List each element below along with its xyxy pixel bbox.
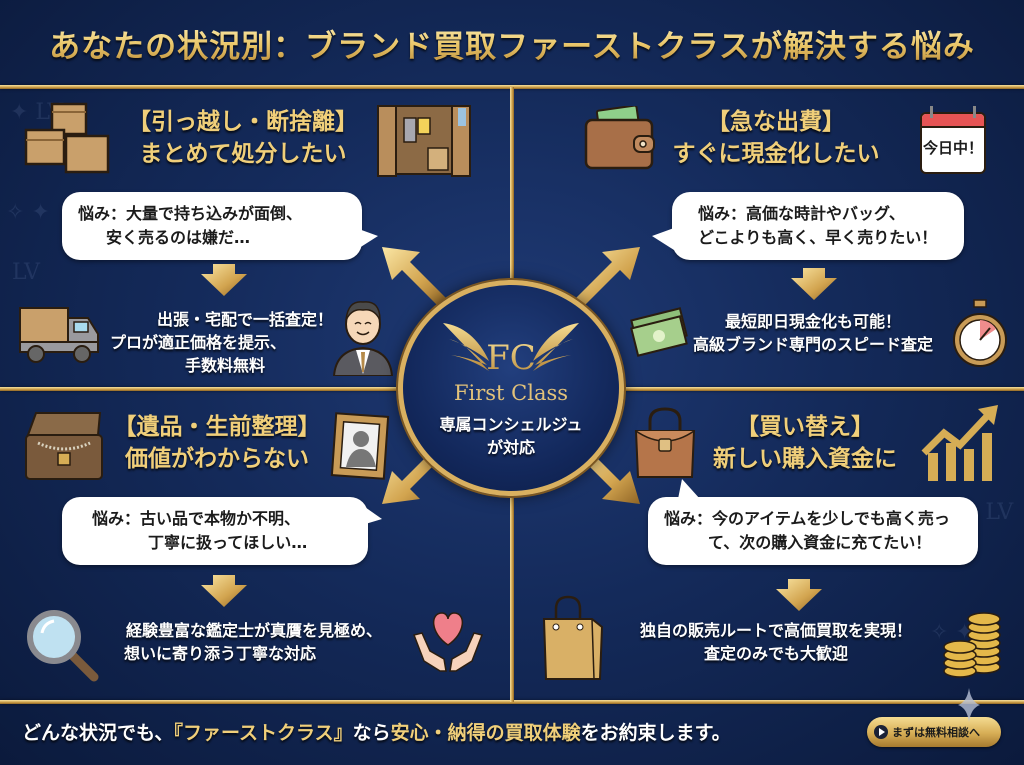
solution-text: 出張・宅配で一括査定！ プロが適正価格を提示、 手数料無料 bbox=[110, 308, 340, 377]
concierge-text: 専属コンシェルジュ が対応 bbox=[403, 413, 619, 459]
calendar-icon: 今日中！ bbox=[920, 106, 986, 174]
wardrobe-icon bbox=[377, 105, 471, 177]
title-line: 【遺品・生前整理】 bbox=[113, 414, 321, 440]
magnifying-glass-icon bbox=[27, 610, 99, 682]
solution-line: 出張・宅配で一括査定！ bbox=[156, 310, 333, 329]
title-line: まとめて処分したい bbox=[139, 141, 347, 167]
solution-line: 想いに寄り添う丁寧な対応 bbox=[124, 644, 317, 663]
middle-divider-right bbox=[618, 387, 1024, 391]
calendar-label: 今日中！ bbox=[922, 139, 983, 157]
brand-name: First Class bbox=[453, 381, 569, 405]
worry-bubble: 悩み：大量で持ち込みが面倒、 安く売るのは嫌だ… bbox=[62, 192, 362, 260]
header: あなたの状況別：ブランド買取ファーストクラスが解決する悩み bbox=[0, 0, 1024, 86]
solution-line: 経験豊富な鑑定士が真贋を見極め、 bbox=[125, 621, 382, 640]
center-divider-bottom bbox=[510, 494, 514, 702]
stopwatch-icon bbox=[953, 299, 1007, 367]
worry-bubble: 悩み：古い品で本物か不明、 丁寧に扱ってほしい… bbox=[62, 497, 368, 565]
down-arrow-icon bbox=[201, 264, 247, 296]
bubble-tail bbox=[652, 228, 674, 250]
middle-divider-left bbox=[0, 387, 405, 391]
sparkle-icon bbox=[958, 688, 980, 722]
footer-brand: 『ファーストクラス』 bbox=[173, 722, 353, 744]
coin-stack-icon bbox=[943, 612, 1001, 678]
solution-text: 独自の販売ルートで高価買取を実現！ 査定のみでも大歓迎 bbox=[612, 619, 940, 665]
footer-text-part: どんな状況でも、 bbox=[22, 722, 174, 744]
quadrant-estate: 【遺品・生前整理】 価値がわからない 悩み：古い品で本物か不明、 丁寧に扱ってほ… bbox=[0, 391, 512, 691]
solution-line: プロが適正価格を提示、 bbox=[110, 333, 287, 352]
concierge-line: 専属コンシェルジュ bbox=[439, 415, 583, 434]
quadrant-title: 【急な出費】 すぐに現金化したい bbox=[662, 106, 890, 170]
quadrant-moving: 【引っ越し・断捨離】 まとめて処分したい 悩み：大量で持ち込みが面倒、 安く売る… bbox=[0, 88, 512, 388]
bubble-tail bbox=[362, 505, 382, 525]
solution-line: 高級ブランド専門のスピード査定 bbox=[692, 335, 933, 354]
bubble-tail bbox=[678, 479, 700, 499]
heart-hands-icon bbox=[412, 612, 484, 672]
worry-bubble: 悩み：今のアイテムを少しでも高く売っ て、次の購入資金に充てたい！ bbox=[648, 497, 978, 565]
shopping-bag-icon bbox=[542, 595, 604, 680]
footer-text-part: をお約束します。 bbox=[580, 722, 731, 744]
concierge-line: が対応 bbox=[486, 438, 535, 457]
worry-text: て、次の購入資金に充てたい！ bbox=[708, 533, 932, 552]
worry-text: 悩み：今のアイテムを少しでも高く売っ bbox=[664, 509, 950, 528]
solution-line: 独自の販売ルートで高価買取を実現！ bbox=[639, 621, 912, 640]
bubble-tail bbox=[356, 228, 378, 250]
worry-text: 悩み：高価な時計やバッグ、 bbox=[698, 204, 905, 223]
quadrant-title: 【買い替え】 新しい購入資金に bbox=[700, 411, 910, 475]
play-icon bbox=[874, 725, 888, 739]
calendar-header bbox=[922, 114, 984, 128]
bottom-divider bbox=[0, 700, 1024, 704]
businessman-icon bbox=[332, 301, 394, 376]
solution-line: 手数料無料 bbox=[184, 356, 265, 375]
worry-bubble: 悩み：高価な時計やバッグ、 どこよりも高く、早く売りたい！ bbox=[672, 192, 964, 260]
solution-line: 査定のみでも大歓迎 bbox=[703, 644, 848, 663]
down-arrow-icon bbox=[776, 579, 822, 611]
title-line: 【引っ越し・断捨離】 bbox=[128, 109, 358, 135]
solution-line: 最短即日現金化も可能！ bbox=[724, 312, 901, 331]
calendar-body: 今日中！ bbox=[920, 112, 986, 174]
footer-message: どんな状況でも、『ファーストクラス』なら安心・納得の買取体験をお約束します。 bbox=[22, 718, 731, 745]
delivery-truck-icon bbox=[19, 307, 99, 363]
worry-text: 安く売るのは嫌だ… bbox=[106, 228, 251, 247]
winged-logo-icon: FC bbox=[443, 323, 579, 378]
title-line: 【急な出費】 bbox=[707, 109, 845, 135]
quadrant-urgent: 【急な出費】 すぐに現金化したい 今日中！ 悩み：高価な時計やバッグ、 どこより… bbox=[512, 88, 1024, 388]
worry-text: どこよりも高く、早く売りたい！ bbox=[698, 228, 938, 247]
cash-bills-icon bbox=[630, 307, 688, 357]
handbag-icon bbox=[634, 407, 696, 478]
growth-chart-icon bbox=[921, 405, 998, 481]
title-line: 価値がわからない bbox=[125, 446, 309, 472]
cardboard-boxes-icon bbox=[24, 102, 110, 174]
treasure-chest-icon bbox=[25, 412, 103, 480]
title-line: 新しい購入資金に bbox=[713, 446, 897, 472]
free-consultation-button[interactable]: まずは無料相談へ bbox=[867, 717, 1001, 747]
calendar-rings bbox=[930, 106, 976, 118]
down-arrow-icon bbox=[791, 268, 837, 300]
quadrant-title: 【遺品・生前整理】 価値がわからない bbox=[112, 411, 322, 475]
center-divider-top bbox=[510, 87, 514, 282]
center-emblem: FC First Class 専属コンシェルジュ が対応 bbox=[398, 280, 624, 496]
wallet-icon bbox=[584, 106, 655, 170]
footer-highlight: 安心・納得の買取体験 bbox=[390, 722, 581, 744]
worry-text: 悩み：大量で持ち込みが面倒、 bbox=[78, 204, 303, 223]
page-title: あなたの状況別：ブランド買取ファーストクラスが解決する悩み bbox=[49, 21, 975, 66]
down-arrow-icon bbox=[201, 575, 247, 607]
worry-text: 丁寧に扱ってほしい… bbox=[148, 533, 308, 552]
photo-frame-icon bbox=[330, 412, 390, 480]
svg-text:FC: FC bbox=[486, 338, 536, 378]
quadrant-title: 【引っ越し・断捨離】 まとめて処分したい bbox=[118, 106, 368, 170]
cta-label: まずは無料相談へ bbox=[892, 726, 980, 739]
quadrant-replace: 【買い替え】 新しい購入資金に 悩み：今のアイテムを少しでも高く売っ て、次の購… bbox=[512, 391, 1024, 691]
solution-text: 経験豊富な鑑定士が真贋を見極め、 想いに寄り添う丁寧な対応 bbox=[104, 619, 404, 665]
footer-text-part: なら bbox=[352, 722, 391, 744]
worry-text: 悩み：古い品で本物か不明、 bbox=[92, 509, 301, 528]
solution-text: 最短即日現金化も可能！ 高級ブランド専門のスピード査定 bbox=[672, 310, 954, 356]
title-line: 【買い替え】 bbox=[736, 414, 874, 440]
title-line: すぐに現金化したい bbox=[672, 141, 880, 167]
